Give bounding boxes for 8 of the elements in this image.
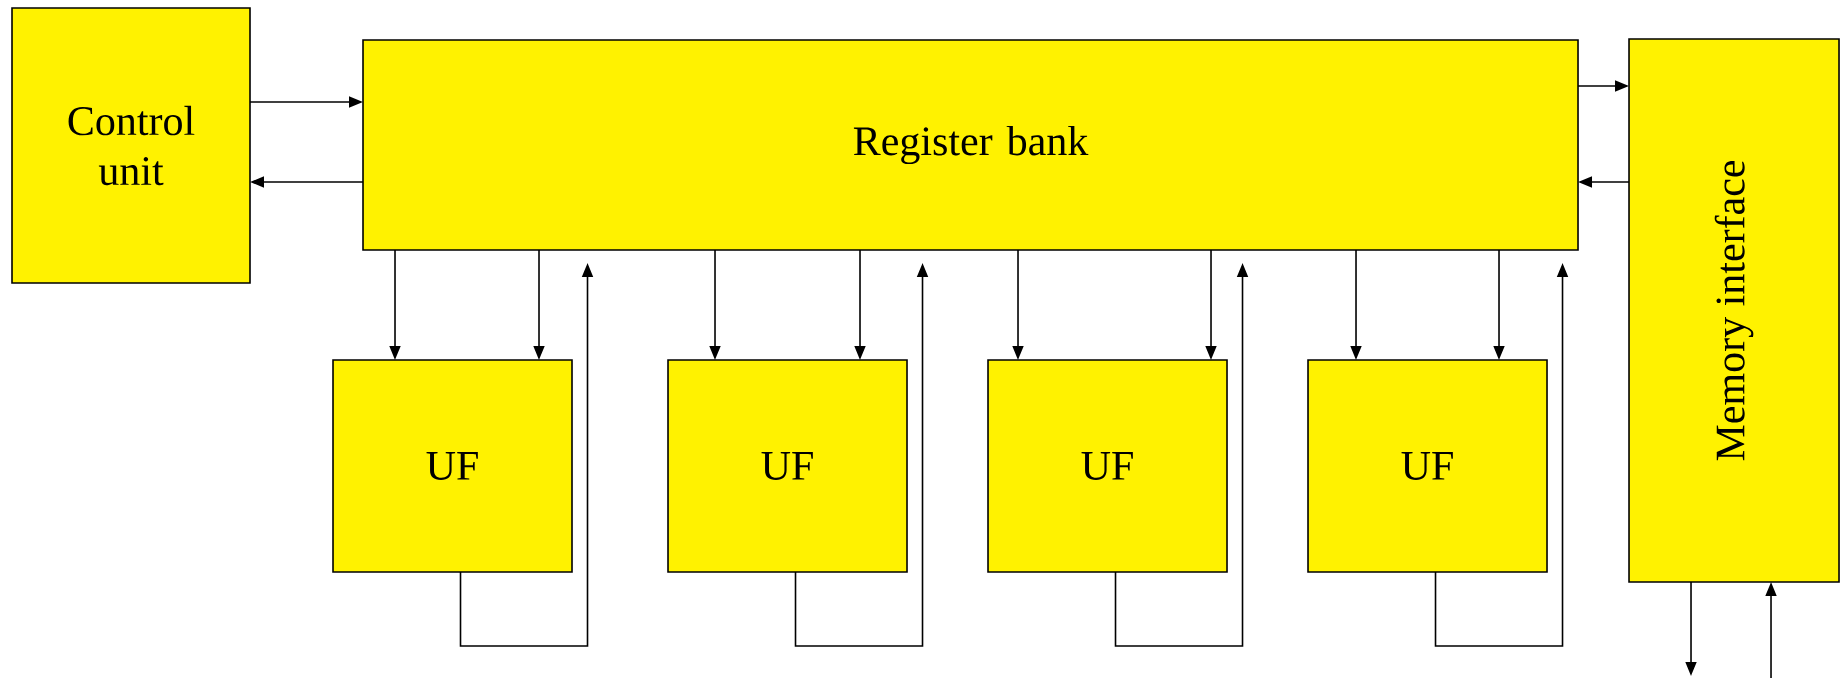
register-bank-box: Register bank xyxy=(362,39,1579,251)
functional-unit-box: UF xyxy=(667,359,908,573)
functional-unit-box: UF xyxy=(1307,359,1548,573)
functional-unit-box: UF xyxy=(332,359,573,573)
memory-interface-box xyxy=(1628,38,1840,583)
node-label: Memory interface xyxy=(1714,160,1754,461)
control-unit-box: Control unit xyxy=(11,7,251,284)
functional-unit-box: UF xyxy=(987,359,1228,573)
